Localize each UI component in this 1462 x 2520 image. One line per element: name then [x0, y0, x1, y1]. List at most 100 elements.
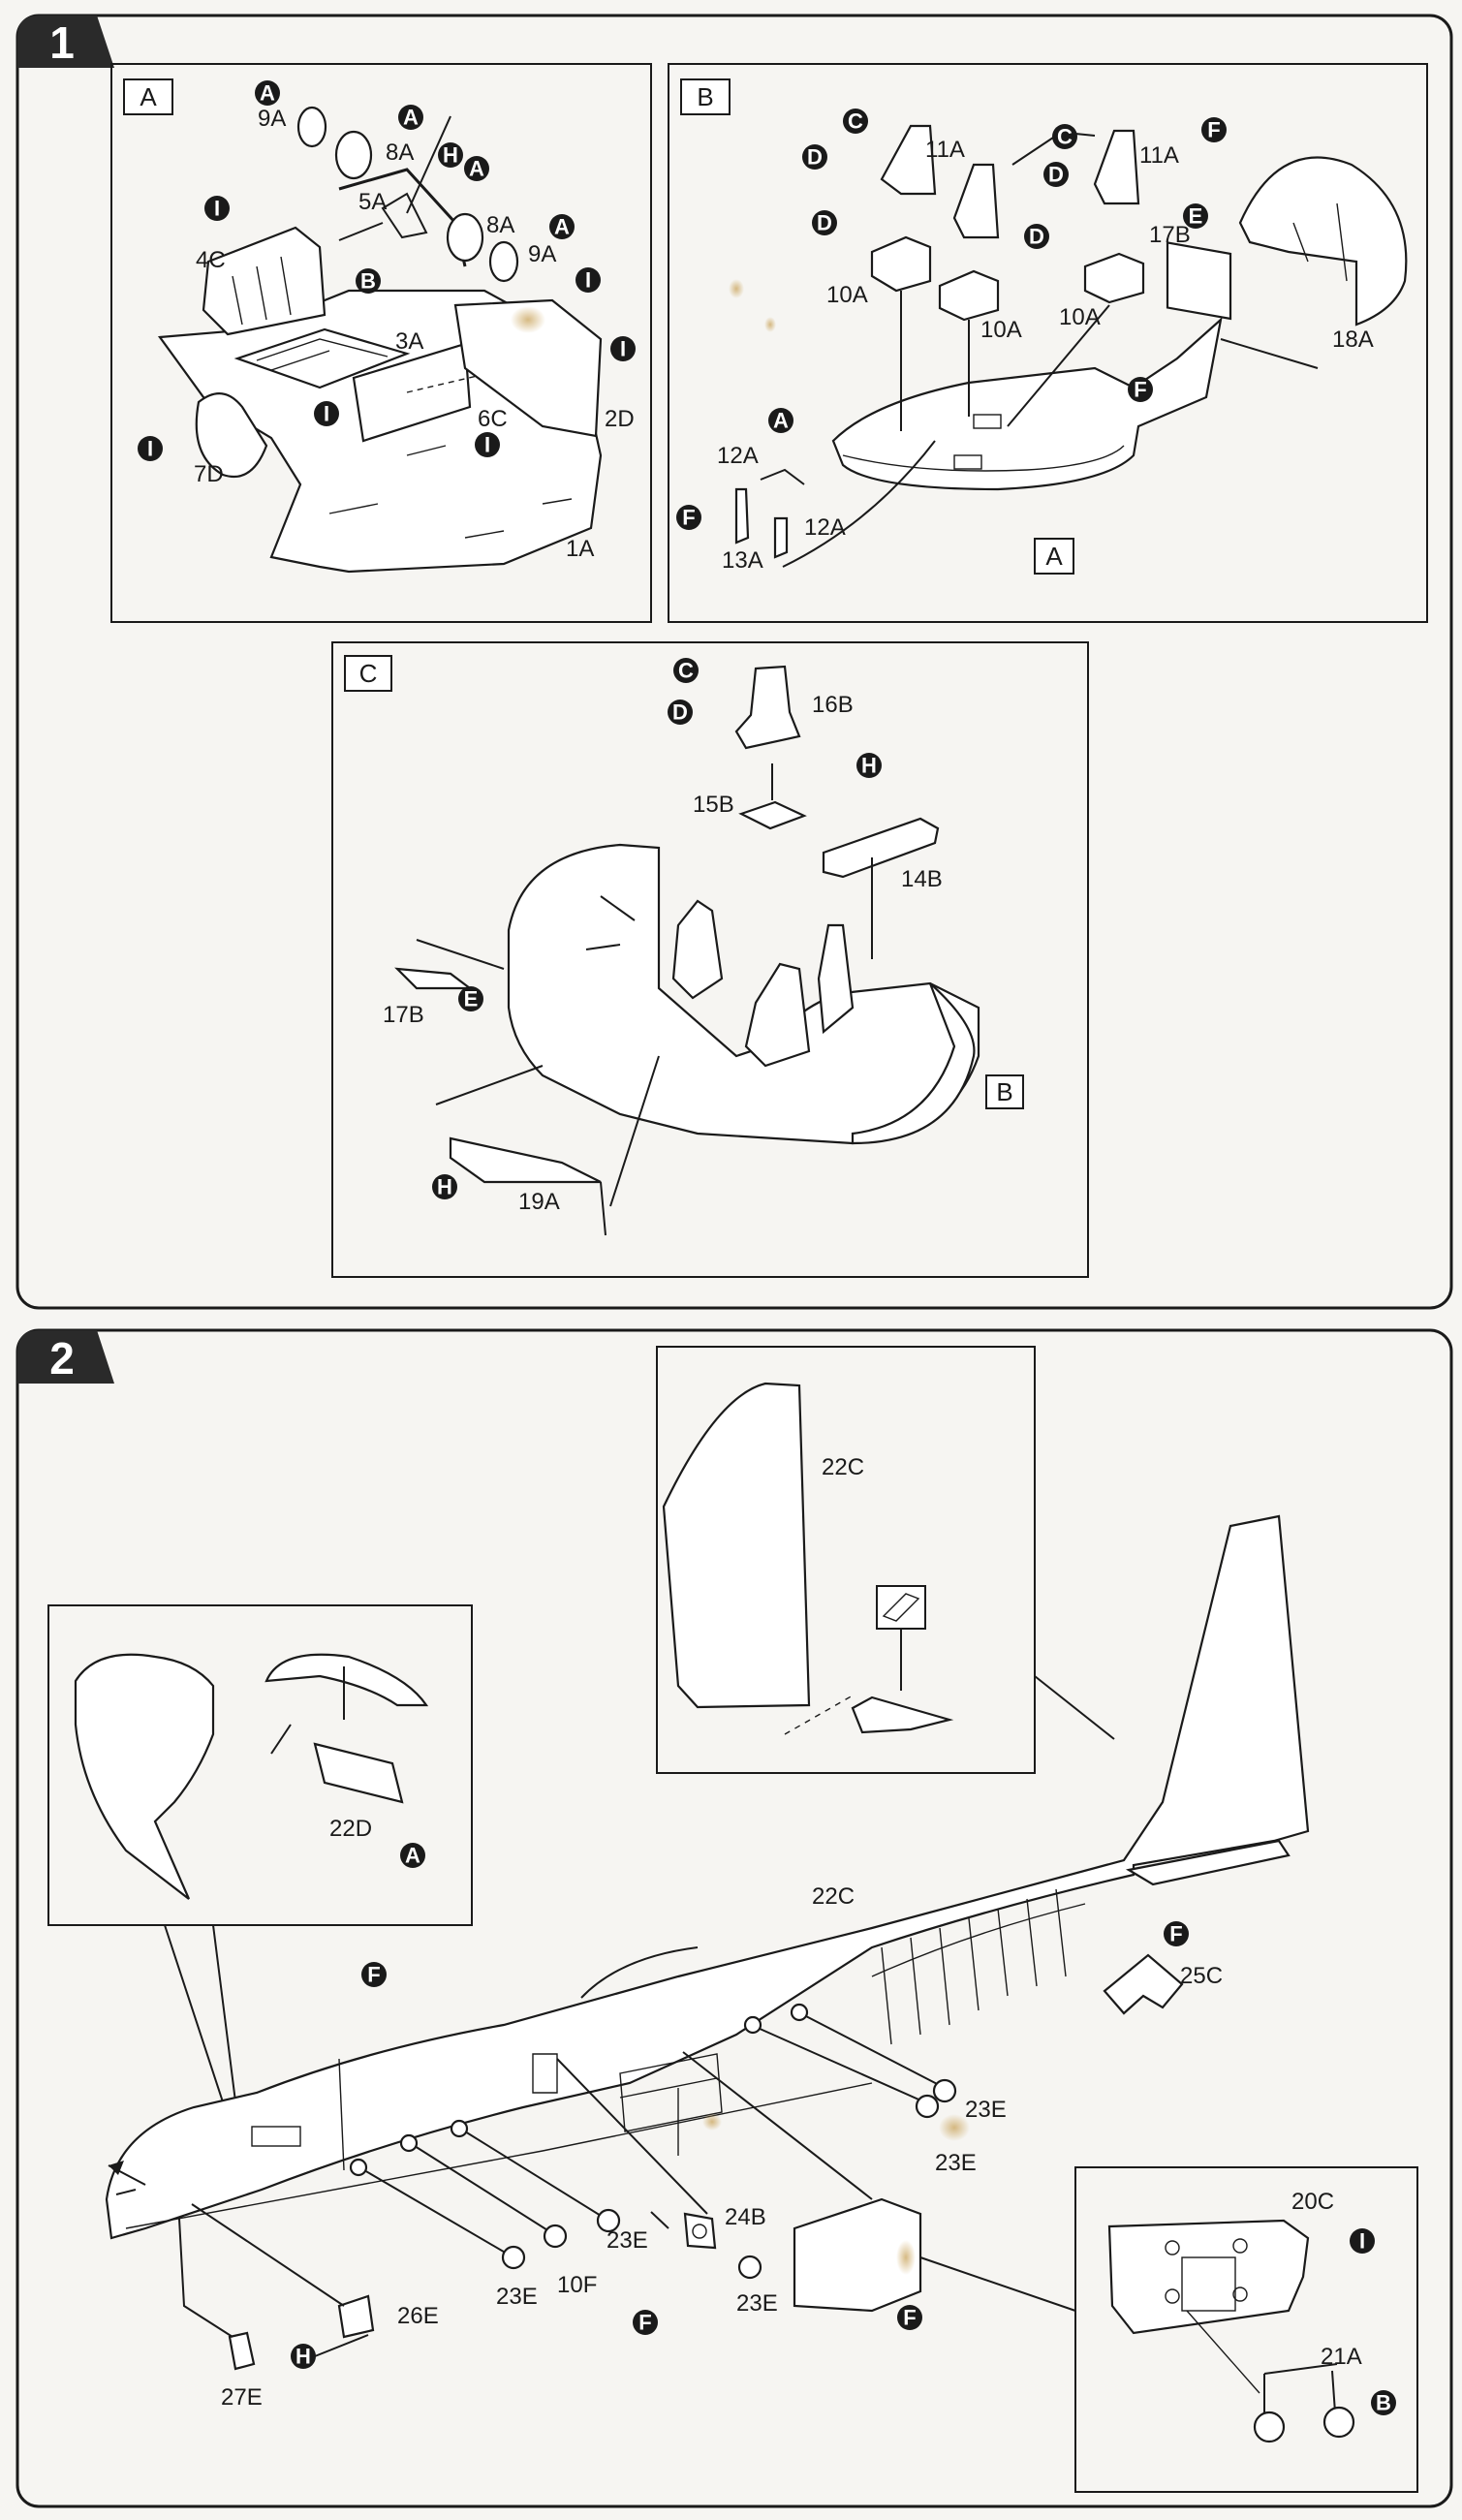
wall-part-6c	[352, 342, 472, 443]
svg-text:I: I	[1359, 2229, 1365, 2254]
svg-text:A: A	[773, 409, 789, 433]
part-label-18a: 18A	[1332, 327, 1374, 353]
badge-c: C	[843, 109, 868, 134]
svg-text:D: D	[817, 211, 832, 235]
tailplane-stub	[1125, 1839, 1291, 1886]
step-1-frame: 1	[16, 14, 1453, 1310]
part-label-17b: 17B	[1149, 222, 1191, 248]
badge-d: D	[1043, 162, 1069, 187]
box-part	[793, 2197, 922, 2313]
badge-i: I	[1350, 2228, 1375, 2254]
nose-section	[74, 1653, 215, 1900]
svg-text:H: H	[443, 143, 458, 168]
stain	[939, 2114, 970, 2141]
stain	[764, 317, 776, 332]
part-label-23e: 23E	[965, 2097, 1007, 2123]
ref-box-a	[1034, 538, 1074, 575]
tail-inset: 22C	[656, 1346, 1115, 1774]
svg-text:A: A	[403, 106, 419, 130]
badge-d: D	[668, 700, 693, 725]
seat-part-11a-left	[880, 124, 937, 196]
panel-c-label: C	[359, 659, 378, 688]
svg-text:D: D	[672, 700, 688, 725]
strut-5a	[381, 192, 428, 239]
part-label-7d: 7D	[194, 461, 224, 487]
step-tab	[17, 1330, 114, 1384]
base-part-10a-mid	[938, 269, 1000, 322]
fuselage	[105, 1514, 1310, 2240]
wheel-8a	[334, 130, 373, 180]
stain	[511, 306, 545, 333]
part-label-23e: 23E	[935, 2150, 977, 2176]
part-label-9a: 9A	[258, 106, 286, 132]
panel-part-17b	[1166, 241, 1232, 321]
svg-text:I: I	[585, 268, 591, 293]
part-26e	[337, 2294, 375, 2339]
badge-i: I	[610, 336, 636, 361]
svg-text:C: C	[678, 659, 694, 683]
svg-text:H: H	[296, 2345, 311, 2369]
part-label-25c: 25C	[1180, 1963, 1223, 1989]
part-27e	[228, 2331, 256, 2371]
svg-text:I: I	[484, 433, 490, 457]
panel-b-label: B	[697, 82, 713, 111]
ref-label-b: B	[996, 1077, 1012, 1106]
badge-a: A	[464, 156, 489, 181]
bulkhead-part-4c	[202, 226, 327, 336]
step-2-frame: 2	[16, 1328, 1453, 2508]
part-label-12a: 12A	[804, 514, 846, 541]
badge-e: E	[458, 986, 483, 1011]
svg-text:H: H	[861, 754, 877, 778]
part-label-1a: 1A	[566, 536, 594, 562]
badge-i: I	[575, 267, 601, 293]
svg-text:I: I	[214, 197, 220, 221]
badge-h: H	[291, 2344, 316, 2369]
fin-fairing	[851, 1696, 954, 1734]
badge-h: H	[432, 1174, 457, 1199]
part-label-22c: 22C	[822, 1454, 864, 1480]
svg-text:I: I	[324, 402, 329, 426]
badge-b: B	[356, 268, 381, 294]
part-label-5a: 5A	[358, 189, 387, 215]
windshield-inset: 22D A	[47, 1604, 473, 2132]
part-label-21a: 21A	[1321, 2344, 1362, 2370]
badge-a: A	[549, 214, 575, 239]
svg-text:C: C	[848, 109, 863, 134]
nose-part-7d	[195, 392, 268, 479]
badge-d: D	[1024, 224, 1049, 249]
part-label-23e: 23E	[736, 2290, 778, 2317]
badge-f: F	[897, 2305, 922, 2330]
part-label-13a: 13A	[722, 547, 763, 574]
part-label-15b: 15B	[693, 792, 734, 818]
svg-text:F: F	[1169, 1922, 1182, 1946]
seat-part-11a-mid	[952, 163, 1000, 239]
part-label-10a: 10A	[980, 317, 1022, 343]
svg-text:E: E	[1189, 204, 1203, 229]
part-label-19a: 19A	[518, 1189, 560, 1215]
plate-part-15b	[738, 800, 807, 830]
base-part-10a-right	[1083, 252, 1145, 304]
gear-wheel	[1253, 2411, 1286, 2443]
seat-part-16b	[734, 665, 801, 750]
stain	[702, 2113, 722, 2131]
panel-label-box	[123, 78, 173, 115]
svg-text:A: A	[260, 81, 275, 106]
svg-text:B: B	[1376, 2391, 1391, 2415]
part-label-9a-right: 9A	[528, 241, 556, 267]
nose-rim	[851, 982, 976, 1145]
part-label-10f: 10F	[557, 2272, 597, 2298]
badge-i: I	[204, 196, 230, 221]
seat-part-11a-right	[1093, 129, 1140, 205]
stick-part-13a-b	[773, 516, 789, 559]
panel-a: A 9A 8A 5A 8A 9A 4C 3A 6C 2D	[110, 63, 652, 623]
canopy-frame	[264, 1653, 429, 1707]
part-label-8a: 8A	[386, 140, 414, 166]
svg-text:F: F	[1207, 118, 1220, 142]
panel-a-label: A	[140, 82, 157, 111]
badge-c: C	[673, 658, 699, 683]
part-label-22c: 22C	[812, 1883, 855, 1910]
svg-text:D: D	[807, 145, 823, 170]
gear-wheel	[1322, 2406, 1355, 2439]
badge-c: C	[1052, 124, 1077, 149]
